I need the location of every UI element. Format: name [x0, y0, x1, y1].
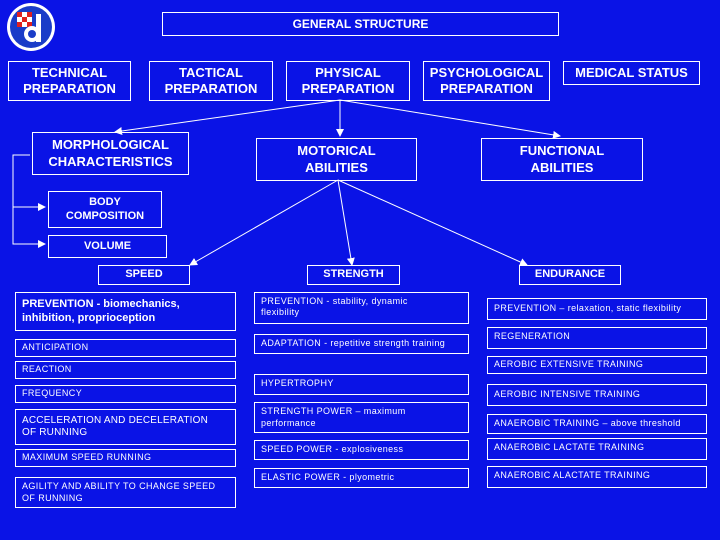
strength-item-adaptation: ADAPTATION - repetitive strength trainin… — [254, 334, 469, 354]
speed-item-anticipation: ANTICIPATION — [15, 339, 236, 357]
speed-item-agility: AGILITY AND ABILITY TO CHANGE SPEED OF R… — [15, 477, 236, 508]
speed-item-maximum-speed: MAXIMUM SPEED RUNNING — [15, 449, 236, 467]
endurance-label: ENDURANCE — [519, 265, 621, 285]
endurance-item-aerobic-intensive: AEROBIC INTENSIVE TRAINING — [487, 384, 707, 406]
technical-preparation-box: TECHNICAL PREPARATION — [8, 61, 131, 101]
club-logo-icon — [6, 2, 56, 52]
speed-item-acceleration: ACCELERATION AND DECELERATION OF RUNNING — [15, 409, 236, 445]
strength-item-speed-power: SPEED POWER - explosiveness — [254, 440, 469, 460]
endurance-item-aerobic-extensive: AEROBIC EXTENSIVE TRAINING — [487, 356, 707, 374]
endurance-item-anaerobic-lactate: ANAEROBIC LACTATE TRAINING — [487, 438, 707, 460]
endurance-item-anaerobic-alactate: ANAEROBIC ALACTATE TRAINING — [487, 466, 707, 488]
speed-item-frequency: FREQUENCY — [15, 385, 236, 403]
speed-item-reaction: REACTION — [15, 361, 236, 379]
tactical-preparation-box: TACTICAL PREPARATION — [149, 61, 273, 101]
morphological-characteristics-box: MORPHOLOGICAL CHARACTERISTICS — [32, 132, 189, 175]
volume-box: VOLUME — [48, 235, 167, 258]
speed-label: SPEED — [98, 265, 190, 285]
functional-abilities-box: FUNCTIONAL ABILITIES — [481, 138, 643, 181]
general-structure-title: GENERAL STRUCTURE — [162, 12, 559, 36]
endurance-item-prevention: PREVENTION – relaxation, static flexibil… — [487, 298, 707, 320]
psychological-preparation-box: PSYCHOLOGICAL PREPARATION — [423, 61, 550, 101]
strength-label: STRENGTH — [307, 265, 400, 285]
endurance-item-regeneration: REGENERATION — [487, 327, 707, 349]
speed-item-prevention: PREVENTION - biomechanics, inhibition, p… — [15, 292, 236, 331]
strength-item-elastic-power: ELASTIC POWER - plyometric — [254, 468, 469, 488]
endurance-item-anaerobic-threshold: ANAEROBIC TRAINING – above threshold — [487, 414, 707, 434]
medical-status-box: MEDICAL STATUS — [563, 61, 700, 85]
body-composition-box: BODY COMPOSITION — [48, 191, 162, 228]
motorical-abilities-box: MOTORICAL ABILITIES — [256, 138, 417, 181]
strength-item-hypertrophy: HYPERTROPHY — [254, 374, 469, 395]
physical-preparation-box: PHYSICAL PREPARATION — [286, 61, 410, 101]
strength-item-prevention: PREVENTION - stability, dynamic flexibil… — [254, 292, 469, 324]
strength-item-strength-power: STRENGTH POWER – maximum performance — [254, 402, 469, 433]
